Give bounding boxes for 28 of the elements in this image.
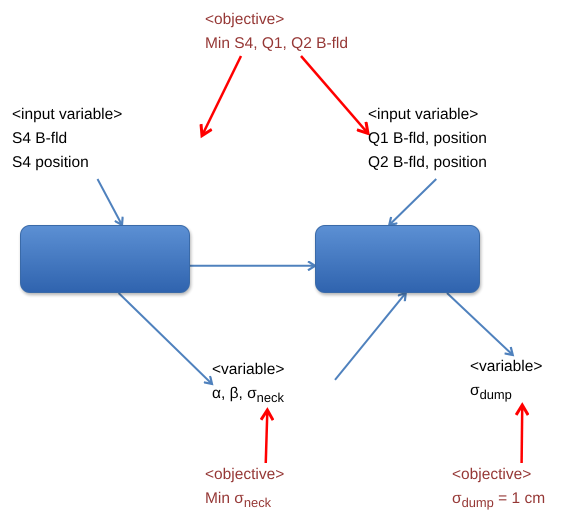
text-label: σ$_{dump}$ = 1 cm [452, 489, 546, 512]
process-box [315, 225, 480, 293]
heading-label: <input variable> [12, 105, 122, 125]
arrow [190, 260, 316, 272]
arrow [96, 178, 124, 226]
text-label: α, β, σ$_{neck}$ [212, 384, 284, 408]
text-label: S4 position [12, 153, 89, 173]
text-label: Q2 B-fld, position [368, 153, 487, 173]
arrow [514, 404, 530, 464]
heading-label: <objective> [205, 465, 284, 485]
arrow [200, 55, 242, 138]
process-box [20, 225, 190, 293]
arrow [118, 292, 214, 386]
arrow [300, 55, 370, 135]
heading-label: <input variable> [368, 105, 478, 125]
arrow [446, 292, 514, 356]
arrow [334, 292, 407, 380]
heading-label: <variable> [470, 357, 542, 377]
text-label: Q1 B-fld, position [368, 129, 487, 149]
text-label: Min S4, Q1, Q2 B-fld [205, 34, 348, 54]
text-label: S4 B-fld [12, 129, 68, 149]
heading-label: <variable> [212, 360, 284, 380]
heading-label: <objective> [452, 465, 532, 485]
arrow [388, 178, 437, 226]
text-label: σ$_{dump}$ [470, 381, 512, 404]
arrow [260, 408, 275, 464]
heading-label: <objective> [205, 10, 284, 30]
text-label: Min σ$_{neck}$ [205, 489, 272, 512]
